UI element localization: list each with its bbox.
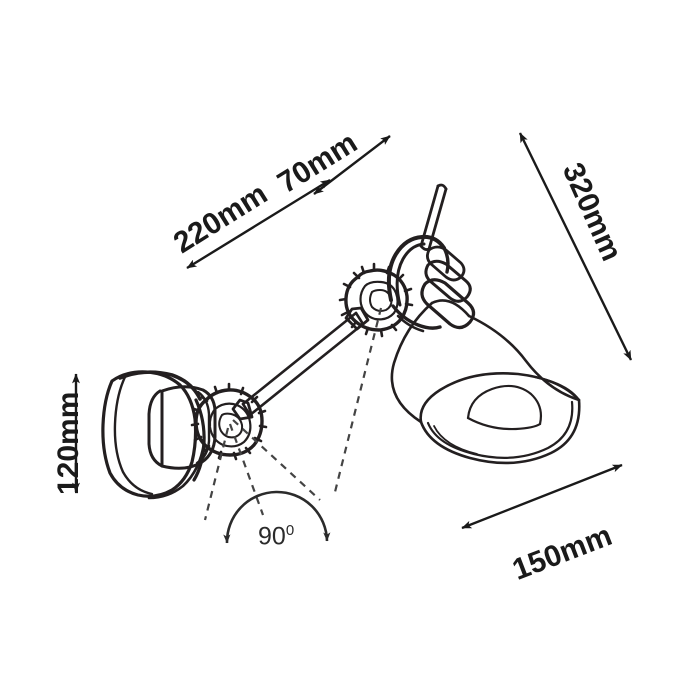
dimension-arrow-70mm (313, 135, 391, 195)
bulb (466, 384, 543, 431)
angle-guide-lines (203, 307, 383, 521)
angle-ray-upper (332, 307, 383, 497)
dimension-label-120mm: 120mm (52, 391, 85, 495)
shade (390, 299, 581, 465)
dimension-arrow-220mm (186, 178, 331, 270)
degree-symbol: 0 (285, 522, 295, 539)
angle-ray-left (203, 427, 230, 521)
dimension-arrow-320mm (518, 132, 633, 361)
angle-value: 90 (258, 522, 286, 551)
angle-arc (223, 490, 331, 544)
wall-plate (101, 370, 206, 500)
lamp-illustration (101, 183, 581, 500)
angle-ray-middle (228, 423, 265, 516)
dimension-arrows (72, 132, 633, 530)
yoke (386, 234, 450, 333)
shade-neck (420, 245, 476, 330)
dimension-arrow-150mm (461, 463, 623, 530)
angle-ray-right (232, 419, 321, 501)
arm (231, 306, 370, 421)
angle-label-90-degrees: 900 (258, 522, 294, 551)
